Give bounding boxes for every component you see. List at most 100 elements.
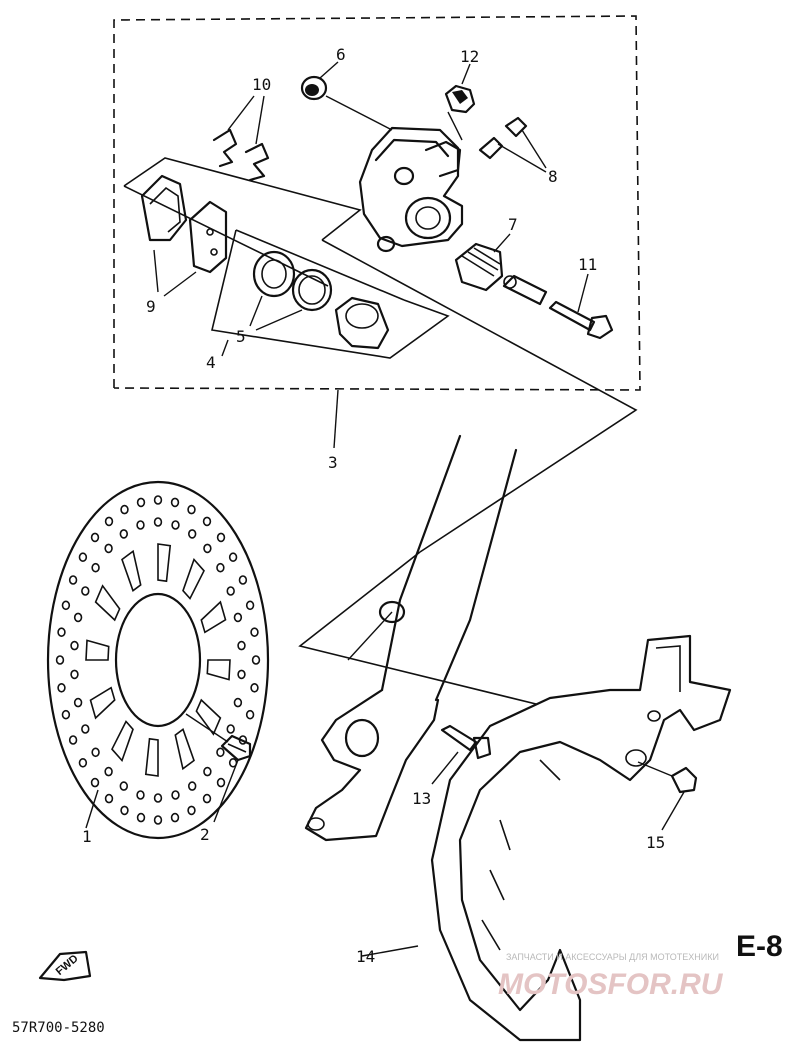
disc-hole xyxy=(153,517,163,527)
part-8-bleed-screw xyxy=(478,116,547,173)
disc-hole xyxy=(203,766,212,777)
callout-13: 13 xyxy=(412,789,431,808)
part-14-disc-cover xyxy=(361,634,732,1042)
disc-hole xyxy=(216,777,226,788)
disc-hole xyxy=(237,669,246,680)
disc-slot xyxy=(157,543,172,583)
part-15-screw xyxy=(637,761,698,831)
disc-hole xyxy=(187,504,196,515)
disc-hole xyxy=(238,575,248,585)
callout-15: 15 xyxy=(646,833,665,852)
disc-hole xyxy=(136,497,146,508)
part-10-pad-clips xyxy=(212,95,270,182)
disc-hole xyxy=(188,781,197,791)
disc-hole xyxy=(61,600,71,611)
disc-hole xyxy=(203,543,212,554)
disc-hole xyxy=(216,562,225,573)
disc-hole xyxy=(78,552,88,563)
disc-hole xyxy=(136,520,145,530)
watermark-logo: MOTOSFOR.RU xyxy=(498,968,724,1001)
disc-hole xyxy=(120,504,129,515)
callout-14: 14 xyxy=(356,947,375,966)
disc-hole xyxy=(250,627,259,638)
disc-slot xyxy=(85,639,110,661)
disc-hole xyxy=(226,724,235,734)
callout-8: 8 xyxy=(548,167,558,186)
disc-hole xyxy=(171,520,180,530)
disc-hole xyxy=(226,586,235,596)
disc-hole xyxy=(136,790,145,800)
front-fork-leg xyxy=(304,434,518,842)
disc-hole xyxy=(119,781,129,791)
disc-hole xyxy=(233,697,243,708)
callout-11: 11 xyxy=(578,255,597,274)
disc-hole xyxy=(73,697,83,708)
part-3-leader xyxy=(333,389,339,449)
group-boundaries xyxy=(123,157,638,705)
disc-slot xyxy=(195,698,222,736)
disc-hole xyxy=(153,495,163,505)
caliper-pin xyxy=(502,274,548,306)
part-7-boot xyxy=(454,233,511,292)
disc-slot xyxy=(174,728,195,771)
disc-hole xyxy=(202,793,212,804)
disc-hole xyxy=(216,747,225,758)
section-code: E-8 xyxy=(736,930,783,963)
disc-hole xyxy=(136,812,146,823)
callout-2: 2 xyxy=(200,825,210,844)
disc-slot xyxy=(111,720,134,763)
part-6-bleed-cap xyxy=(300,61,393,131)
part-2-disc-bolt xyxy=(185,713,252,823)
disc-hole xyxy=(237,640,246,651)
disc-hole xyxy=(55,655,65,665)
callout-6: 6 xyxy=(336,45,346,64)
disc-slot xyxy=(206,659,231,681)
disc-hole xyxy=(120,805,129,816)
drawing-code: 57R700-5280 xyxy=(12,1020,105,1036)
disc-hole xyxy=(78,757,88,768)
disc-hole xyxy=(187,805,196,816)
disc-slot xyxy=(94,584,121,622)
disc-hole xyxy=(104,543,113,554)
disc-hole xyxy=(233,612,243,623)
part-1-brake-disc xyxy=(46,480,270,840)
callout-7: 7 xyxy=(508,215,518,234)
disc-hole xyxy=(70,640,79,651)
disc-hole xyxy=(81,724,90,734)
part-12-cap xyxy=(444,63,476,141)
caliper-assembly-frame xyxy=(113,15,641,391)
disc-hole xyxy=(153,793,163,803)
disc-hole xyxy=(68,735,78,745)
fwd-arrow: FWD xyxy=(38,950,92,982)
callout-1: 1 xyxy=(82,827,92,846)
disc-hole xyxy=(91,562,100,573)
disc-hole xyxy=(170,497,180,508)
callout-9: 9 xyxy=(146,297,156,316)
disc-slot xyxy=(200,600,227,634)
disc-hole xyxy=(73,612,83,623)
disc-hole xyxy=(188,529,197,539)
disc-hole xyxy=(90,777,100,788)
disc-hole xyxy=(91,747,100,758)
callout-labels: 1 2 3 4 5 6 7 8 9 10 11 12 13 14 15 xyxy=(82,45,665,966)
disc-slot xyxy=(89,686,116,720)
disc-hole xyxy=(119,529,129,539)
disc-slot xyxy=(121,549,142,592)
disc-hole xyxy=(202,516,212,527)
disc-hole xyxy=(57,682,66,693)
disc-hole xyxy=(245,709,255,720)
disc-hole xyxy=(68,575,78,585)
part-11-bolt xyxy=(548,273,614,340)
disc-slot xyxy=(182,557,205,600)
callout-5: 5 xyxy=(236,327,246,346)
disc-hole xyxy=(104,766,113,777)
part-13-bolt xyxy=(431,724,492,785)
disc-hole xyxy=(216,532,226,543)
disc-hole xyxy=(70,669,79,680)
disc-hole xyxy=(171,790,180,800)
disc-hole xyxy=(228,552,238,563)
part-5-piston-seals xyxy=(249,250,333,331)
callout-10: 10 xyxy=(252,75,271,94)
callout-4: 4 xyxy=(206,353,216,372)
